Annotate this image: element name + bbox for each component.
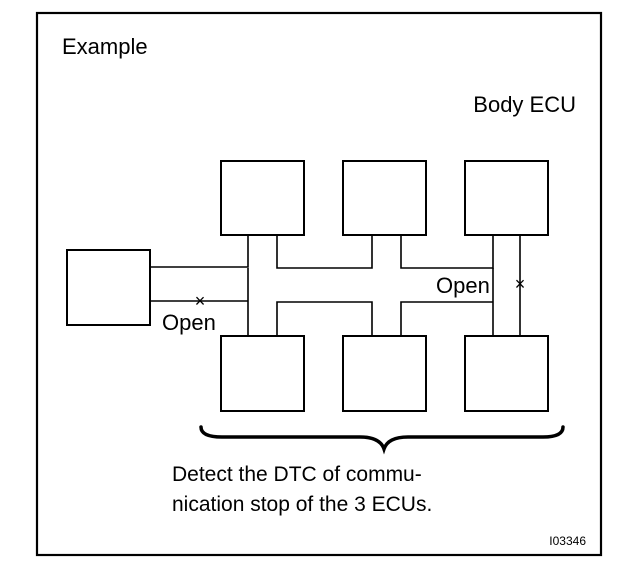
caption-line-2: nication stop of the 3 ECUs. [172,493,432,516]
ecu-box-top-1 [220,160,305,236]
ecu-box-left [66,249,151,326]
ecu-box-bottom-3 [464,335,549,412]
break-mark-right: × [515,274,526,294]
diagram-title: Example [62,34,148,59]
bus-wire-a-top [276,235,373,269]
open-label-left: Open [162,310,216,335]
open-label-right: Open [436,273,490,298]
body-ecu-label: Body ECU [473,92,576,117]
ecu-box-top-3-body [464,160,549,236]
caption-line-1: Detect the DTC of commu- [172,463,422,486]
frame-border [35,11,603,557]
ecu-box-top-2 [342,160,427,236]
figure-id: I03346 [549,534,586,548]
grouping-brace [199,425,565,455]
break-mark-left: × [195,291,206,311]
bus-wire-a-top-right [400,235,494,269]
ecu-box-bottom-1 [220,335,305,412]
bus-wire-a-left [150,235,249,268]
bus-wire-b-bottom [276,301,373,336]
bus-wire-b-bottom-right [400,301,493,336]
ecu-box-bottom-2 [342,335,427,412]
